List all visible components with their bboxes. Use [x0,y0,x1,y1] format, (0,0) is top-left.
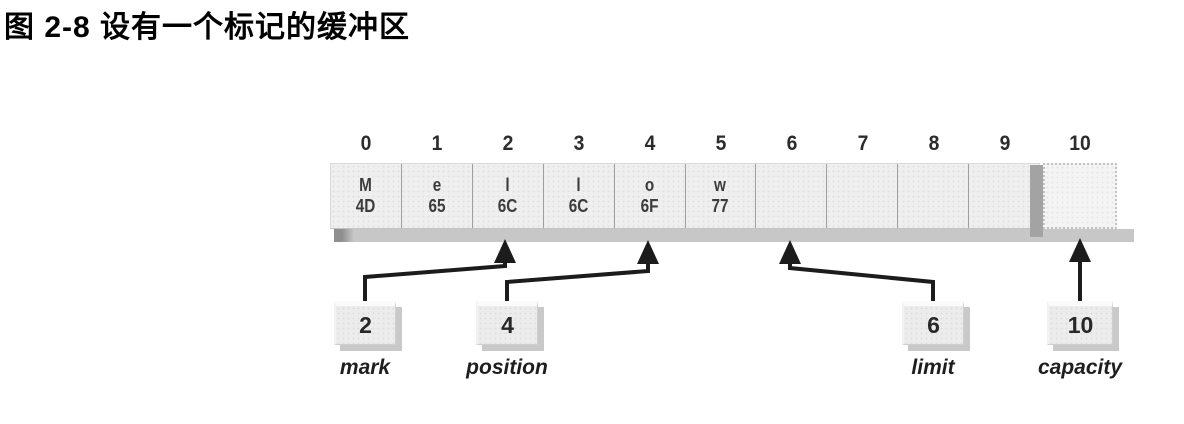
cell-char: w [714,175,727,195]
index-label-1: 1 [431,132,442,155]
index-label-5: 5 [715,132,726,155]
cell-char: e [432,175,442,195]
position-arrow [505,240,659,301]
index-label-3: 3 [573,132,584,155]
cell-char: l [505,175,510,195]
mark-arrow [363,239,516,301]
buffer-cell-7 [826,164,897,228]
index-label-4: 4 [644,132,655,155]
mark-value-box: 2 [334,301,396,345]
cell-hex: 6F [640,196,659,216]
limit-arrow [779,240,935,301]
index-label-2: 2 [502,132,513,155]
position-value-box: 4 [476,301,538,345]
capacity-value-box: 10 [1047,301,1113,345]
figure-caption: 图 2-8 设有一个标记的缓冲区 [4,11,411,44]
cell-char: o [644,175,655,195]
cell-char: M [359,175,373,195]
buffer-shadow [334,229,1134,242]
position-label: position [466,356,548,379]
cell-char: l [576,175,581,195]
capacity-arrow [1069,238,1091,301]
capacity-label: capacity [1037,356,1123,379]
cell-hex: 6C [568,196,589,216]
buffer-right-bevel [1030,165,1043,237]
index-label-9: 9 [999,132,1010,155]
cell-hex: 65 [428,196,446,216]
buffer-cell-9 [968,164,1039,228]
cell-hex: 4D [356,196,376,216]
buffer-cell-8 [897,164,968,228]
cell-hex: 77 [711,196,729,216]
mark-label: mark [339,356,391,379]
limit-label: limit [911,356,955,379]
capacity-cell [1043,163,1117,229]
index-label-10: 10 [1069,132,1091,155]
limit-value-box: 6 [902,301,964,345]
index-label-8: 8 [928,132,939,155]
buffer-cell-6 [755,164,826,228]
index-label-6: 6 [786,132,797,155]
cell-hex: 6C [497,196,518,216]
index-label-0: 0 [360,132,371,155]
index-label-7: 7 [857,132,868,155]
